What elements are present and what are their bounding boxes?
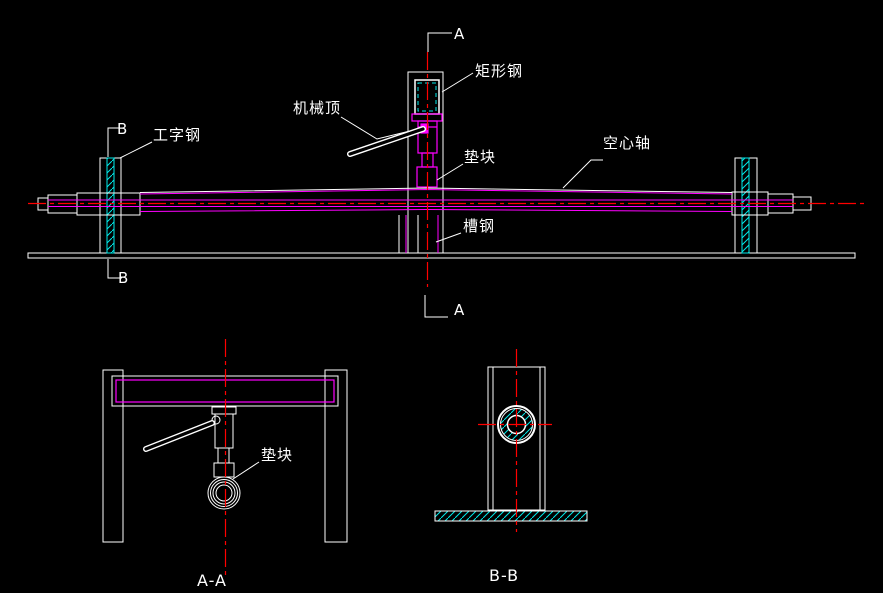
section-b-bottom-label: B — [118, 269, 128, 287]
section-aa-view: 垫块 A-A — [102, 339, 348, 590]
callout-pad-block-top: 垫块 — [436, 148, 496, 181]
callout-i-beam: 工字钢 — [119, 126, 201, 159]
pad-block-aa-leader — [232, 461, 260, 480]
rect-steel-label: 矩形钢 — [475, 62, 523, 80]
center-post — [398, 71, 444, 254]
callout-hollow-shaft: 空心轴 — [562, 134, 651, 189]
section-a-bottom-label: A — [454, 301, 465, 319]
elevation-view: A A B B 矩形钢 机械顶 工字钢 — [27, 25, 866, 319]
aa-right-leg — [324, 369, 348, 543]
section-a-top-bracket — [427, 32, 452, 52]
channel-steel-label: 槽钢 — [463, 217, 495, 235]
bb-view-title: B-B — [489, 566, 519, 585]
aa-shaft-circle-inner — [215, 484, 233, 502]
jack-handle — [347, 126, 426, 157]
center-post-outline — [407, 71, 444, 254]
rect-steel-leader — [441, 72, 474, 93]
pad-block-top-leader — [436, 163, 464, 181]
section-a-top-label: A — [454, 25, 465, 43]
right-ibeam-column — [734, 157, 758, 254]
section-bb-view: B-B — [434, 349, 588, 585]
shaft-top-edge-magenta — [139, 188, 733, 195]
aa-shaft-circle-2 — [210, 479, 238, 507]
shaft-bottom-edge — [139, 208, 733, 212]
right-column-web-hatch — [741, 157, 750, 254]
aa-jack-pad — [213, 462, 235, 478]
channel-steel-leader — [435, 232, 462, 243]
section-b-top-label: B — [117, 120, 127, 138]
i-beam-label: 工字钢 — [153, 126, 201, 144]
section-b-top-bracket — [107, 127, 120, 157]
pad-block-top-label: 垫块 — [464, 148, 496, 166]
aa-jack-rod — [217, 447, 230, 464]
mech-jack-leader — [340, 116, 411, 140]
aa-shaft-circle-3 — [212, 481, 236, 505]
bb-shaft-hatch-ring — [500, 408, 533, 441]
callout-mech-jack: 机械顶 — [293, 99, 411, 140]
shaft-top-edge-white — [139, 187, 733, 193]
aa-view-title: A-A — [197, 571, 227, 590]
section-marker-a-top: A — [427, 25, 465, 52]
callout-rect-steel: 矩形钢 — [441, 62, 523, 93]
aa-shaft-section — [207, 476, 241, 510]
callout-pad-block-aa: 垫块 — [232, 446, 293, 480]
left-ibeam-column — [99, 157, 122, 254]
left-column-web-hatch — [106, 157, 115, 254]
section-marker-a-bottom: A — [424, 295, 465, 319]
hollow-shaft-leader — [562, 159, 603, 189]
aa-left-leg — [102, 369, 124, 543]
hollow-shaft-label: 空心轴 — [603, 134, 651, 152]
mech-jack-label: 机械顶 — [293, 99, 341, 117]
handle-core — [348, 127, 425, 156]
section-marker-b-top: B — [107, 120, 127, 157]
ground-baseline — [27, 252, 856, 259]
hollow-shaft — [37, 187, 812, 216]
section-marker-b-bottom: B — [107, 259, 128, 287]
i-beam-leader — [119, 141, 153, 159]
aa-handle-core — [144, 421, 214, 451]
aa-shaft-circle-outer — [207, 476, 241, 510]
aa-jack-cap — [211, 406, 237, 415]
aa-jack-cylinder — [214, 413, 234, 449]
bb-base-plate — [434, 510, 588, 522]
callout-channel-steel: 槽钢 — [435, 217, 495, 243]
section-a-bottom-bracket — [424, 295, 448, 318]
section-b-bottom-bracket — [107, 259, 122, 279]
pad-block-aa-label: 垫块 — [261, 446, 293, 464]
aa-jack — [211, 406, 237, 478]
